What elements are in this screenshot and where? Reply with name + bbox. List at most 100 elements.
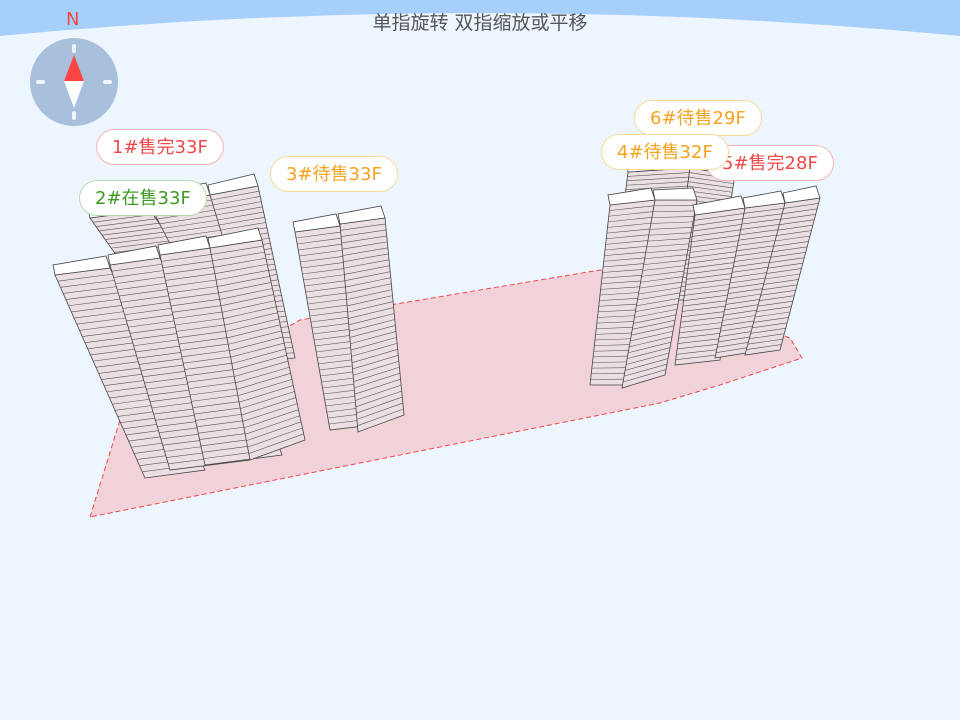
floor-line <box>357 408 404 426</box>
tower-building-5[interactable] <box>714 190 786 359</box>
floor-line <box>226 324 281 339</box>
floor-line <box>228 330 282 345</box>
floor-line <box>649 227 693 230</box>
floor-line <box>345 277 391 288</box>
floor-line <box>723 309 762 316</box>
tower-roof <box>207 173 259 196</box>
floor-line <box>743 208 784 214</box>
tower-building-4[interactable] <box>621 187 698 389</box>
floor-line <box>222 300 276 313</box>
building-tag-1[interactable]: 1#售完33F <box>96 129 224 165</box>
floor-line <box>212 251 265 262</box>
floor-line <box>645 248 689 254</box>
floor-line <box>760 289 796 296</box>
floor-line <box>679 321 727 328</box>
floor-line <box>622 369 667 383</box>
floor-line <box>161 253 213 262</box>
floor-line <box>749 333 785 340</box>
floor-line <box>763 279 799 285</box>
floor-line <box>601 274 643 279</box>
floor-line <box>718 335 756 343</box>
floor-line <box>600 286 641 290</box>
floor-line <box>216 206 263 216</box>
compass-icon[interactable] <box>30 38 118 126</box>
floor-line <box>603 263 645 268</box>
buildings-group <box>52 155 821 479</box>
floor-line <box>117 282 171 291</box>
floor-line <box>690 240 740 248</box>
floor-line <box>741 218 782 225</box>
floor-line <box>682 299 730 307</box>
floor-line <box>349 319 395 332</box>
floor-line <box>111 240 172 249</box>
floor-line <box>642 265 686 271</box>
floor-line <box>340 223 386 231</box>
floor-line <box>597 315 637 318</box>
floor-line <box>304 279 349 287</box>
tower-building-3[interactable] <box>292 213 373 431</box>
tower-roof <box>652 187 698 201</box>
tower-building-5[interactable] <box>744 185 821 356</box>
floor-line <box>625 358 669 371</box>
floor-line <box>625 185 688 190</box>
floor-line <box>307 298 352 305</box>
floor-line <box>345 283 392 294</box>
floor-line <box>342 241 388 250</box>
floor-line <box>165 272 219 281</box>
floor-line <box>351 343 398 357</box>
floor-line <box>310 316 355 323</box>
floor-line <box>108 236 169 245</box>
building-tag-4[interactable]: 4#待售32F <box>601 134 729 170</box>
floor-line <box>211 245 264 255</box>
floor-line <box>217 276 270 287</box>
floor-line <box>216 270 269 281</box>
floor-line <box>342 247 388 256</box>
floor-line <box>630 330 674 342</box>
floor-line <box>754 311 791 318</box>
tower-building-4[interactable] <box>589 187 656 386</box>
floor-line <box>219 216 265 226</box>
floor-line <box>341 229 387 237</box>
floor-line <box>762 284 798 291</box>
floor-line <box>631 325 675 336</box>
floor-line <box>783 203 819 209</box>
floor-line <box>214 201 262 211</box>
floor-line <box>693 218 744 227</box>
floor-line <box>678 332 725 339</box>
floor-line <box>234 360 289 377</box>
floor-line <box>641 270 685 277</box>
tower-building-5[interactable] <box>674 195 746 366</box>
floor-line <box>593 355 630 358</box>
floor-line <box>172 304 230 313</box>
floor-line <box>248 433 304 454</box>
building-tag-6[interactable]: 6#待售29F <box>634 100 762 136</box>
floor-line <box>626 352 670 365</box>
floor-line <box>63 286 119 294</box>
floor-line <box>757 300 793 307</box>
floor-line <box>301 261 346 269</box>
floor-line <box>756 306 792 312</box>
floor-line <box>347 301 394 313</box>
floor-line <box>721 319 760 327</box>
floor-line <box>728 282 768 289</box>
floor-line <box>166 279 221 288</box>
floor-line <box>722 314 761 321</box>
tower-building-3[interactable] <box>337 205 405 433</box>
floor-line <box>607 222 652 228</box>
floor-line <box>650 221 694 224</box>
building-tag-2[interactable]: 2#在售33F <box>79 180 207 216</box>
tower-building-2[interactable] <box>207 227 306 461</box>
floor-line <box>643 259 687 265</box>
floor-line <box>651 216 695 218</box>
tower-roof <box>742 190 786 209</box>
tower-roof <box>692 195 746 216</box>
floor-line <box>727 287 767 295</box>
floor-line <box>246 421 302 442</box>
floor-line <box>626 176 689 182</box>
building-tag-3[interactable]: 3#待售33F <box>270 156 398 192</box>
floor-line <box>235 366 290 384</box>
floor-line <box>759 295 795 302</box>
floor-line <box>237 379 293 397</box>
floor-line <box>119 288 174 297</box>
